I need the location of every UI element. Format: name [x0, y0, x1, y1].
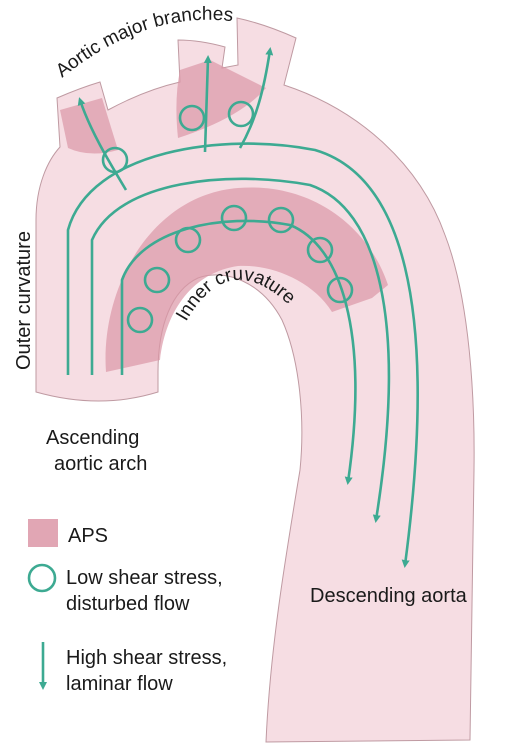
legend-aps-swatch [28, 519, 58, 547]
legend-high-line2: laminar flow [66, 673, 173, 695]
legend-aps-label: APS [68, 525, 108, 547]
label-ascending-line2: aortic arch [54, 453, 147, 475]
label-outer-curvature: Outer curvature [13, 231, 35, 370]
legend: APS Low shear stress, disturbed flow Hig… [28, 519, 227, 695]
legend-low-line2: disturbed flow [66, 593, 190, 615]
legend-high-line1: High shear stress, [66, 647, 227, 669]
legend-low-shear-circle [29, 565, 55, 591]
legend-low-line1: Low shear stress, [66, 567, 223, 589]
label-descending: Descending aorta [310, 585, 468, 607]
label-ascending-line1: Ascending [46, 427, 139, 449]
